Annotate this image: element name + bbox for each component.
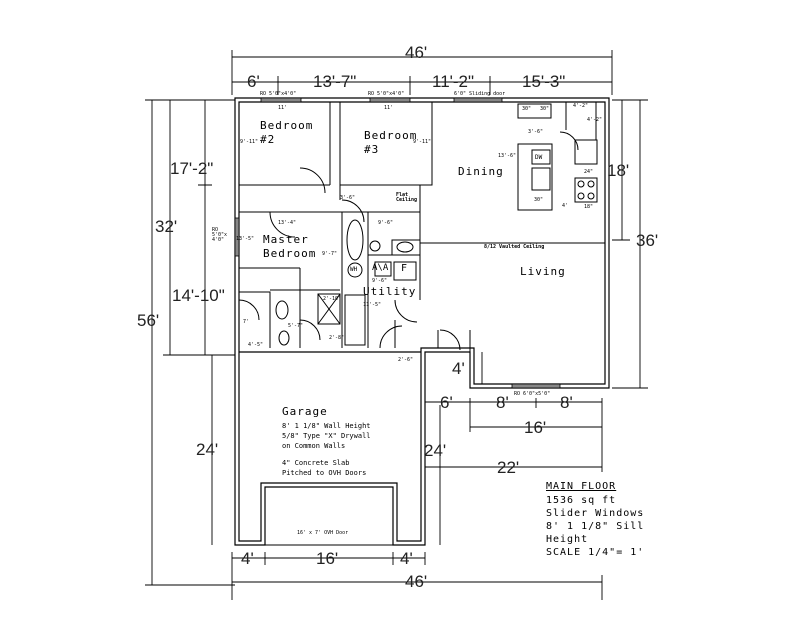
dim-top-total: 46': [405, 43, 428, 62]
dim-kitchen-4: 4': [562, 203, 569, 209]
dim-top-2: 13'-7": [313, 72, 357, 91]
room-living: Living: [520, 265, 566, 278]
dim-left-14: 14'-10": [172, 286, 225, 305]
window-label: RO 5'0"x4'0": [368, 91, 405, 97]
dim-living-8b: 8': [560, 393, 573, 412]
window-label: RO 5'0"x4'0": [260, 91, 297, 97]
dim-left-32: 32': [155, 217, 178, 236]
dim-bedroom2-width: 11': [278, 105, 288, 111]
garage-note: Pitched to OVH Doors: [282, 469, 367, 477]
dim-top-4: 15'-3": [522, 72, 566, 91]
garage-door[interactable]: [264, 486, 394, 546]
dim-pantry-b: 4'-2": [587, 117, 603, 123]
windows[interactable]: [234, 97, 561, 389]
dim-cab-a: 30": [522, 106, 532, 112]
title-windows: Slider Windows: [546, 508, 645, 519]
title-area: 1536 sq ft: [546, 495, 617, 506]
ac-label: A\A: [372, 263, 389, 273]
dim-hall: 3'-6": [340, 195, 356, 201]
garage-note: on Common Walls: [282, 442, 346, 450]
dim-closet-7: 7': [243, 319, 250, 325]
dim-living-22: 22': [497, 458, 520, 477]
kitchen-fixtures: [517, 102, 598, 211]
dim-bedroom3-width: 11': [384, 105, 394, 111]
dim-bedroom3-depth: 9'-11": [413, 139, 432, 145]
dimension-lines: [145, 50, 648, 600]
dim-top-3: 11'-2": [432, 72, 475, 91]
dim-bottom-4b: 4': [400, 549, 413, 568]
title-sill-height: Height: [546, 534, 589, 545]
dim-bath: 9'-6": [378, 220, 394, 226]
dim-2-8: 2'-8": [329, 335, 345, 341]
flat-ceiling-note: Flat Ceiling: [396, 192, 418, 203]
garage-note: 8' 1 1/8" Wall Height: [282, 422, 371, 430]
dim-garage-24: 24': [424, 441, 447, 460]
dim-2-10: 2'-10": [323, 296, 342, 302]
room-utility: Utility: [363, 285, 417, 298]
window-label: RO 6'0"x5'0": [514, 391, 551, 397]
dim-top-1: 6': [247, 72, 260, 91]
title-sill: 8' 1 1/8" Sill: [546, 521, 645, 532]
dim-mbath: 5'-7": [288, 323, 304, 329]
dishwasher-label: DW: [535, 154, 543, 161]
dim-master-width: 13'-4": [278, 220, 297, 226]
room-bedroom2-num: #2: [260, 133, 276, 146]
dim-right-36: 36': [636, 231, 659, 250]
dim-left-56: 56': [137, 311, 160, 330]
dim-closet-4-5: 4'-5": [248, 342, 264, 348]
dim-bedroom2-depth: 9'-11": [240, 139, 259, 145]
dim-living-6: 6': [440, 393, 453, 412]
dim-kitchen-aisle: 3'-6": [528, 129, 544, 135]
dim-bottom-4a: 4': [241, 549, 254, 568]
room-master: Master: [263, 233, 309, 246]
doors: [238, 131, 579, 351]
room-dining: Dining: [458, 165, 504, 178]
title-scale: SCALE 1/4"= 1': [546, 547, 645, 558]
exterior-walls: [234, 97, 610, 546]
dim-utility-depth: 11'-5": [363, 302, 382, 308]
dim-living-4: 4': [452, 359, 465, 378]
window-label: RO 5'0"x 4'0": [212, 227, 228, 243]
dim-range: 24": [584, 169, 594, 175]
room-bedroom3-num: #3: [364, 143, 380, 156]
garage-note: 5/8" Type "X" Drywall: [282, 432, 371, 440]
title-heading: MAIN FLOOR: [546, 481, 617, 492]
room-garage: Garage: [282, 405, 328, 418]
dim-dining: 13'-6": [498, 153, 517, 159]
sliding-door-label: 6'0" Sliding door: [454, 91, 506, 97]
dim-master-left: 13'-5": [236, 236, 255, 242]
dim-left-17: 17'-2": [170, 159, 214, 178]
garage-note: 4" Concrete Slab: [282, 459, 350, 467]
dim-master-depth: 9'-7": [322, 251, 338, 257]
dim-living-16: 16': [524, 418, 547, 437]
bath-fixtures: [275, 219, 421, 346]
dim-entry: 2'-6": [398, 357, 414, 363]
dim-cab-d: 18": [584, 204, 594, 210]
dim-left-24: 24': [196, 440, 219, 459]
room-master-2: Bedroom: [263, 247, 317, 260]
dim-utility-width: 9'-6": [372, 278, 388, 284]
dim-bottom-total: 46': [405, 572, 428, 591]
dim-bottom-16: 16': [316, 549, 339, 568]
room-bedroom3: Bedroom: [364, 129, 418, 142]
dim-cab-b: 30": [540, 106, 550, 112]
water-heater-label: WH: [350, 266, 358, 273]
dim-right-18: 18': [607, 161, 630, 180]
room-bedroom2: Bedroom: [260, 119, 314, 132]
dim-living-8a: 8': [496, 393, 509, 412]
ovh-door-label: 16' x 7' OVH Door: [297, 530, 349, 536]
furnace-label: F: [401, 263, 408, 274]
vaulted-ceiling-note: 8/12 Vaulted Ceiling: [484, 244, 545, 250]
dim-pantry-a: 4'-2": [573, 103, 589, 109]
dim-cab-c: 30": [534, 197, 544, 203]
